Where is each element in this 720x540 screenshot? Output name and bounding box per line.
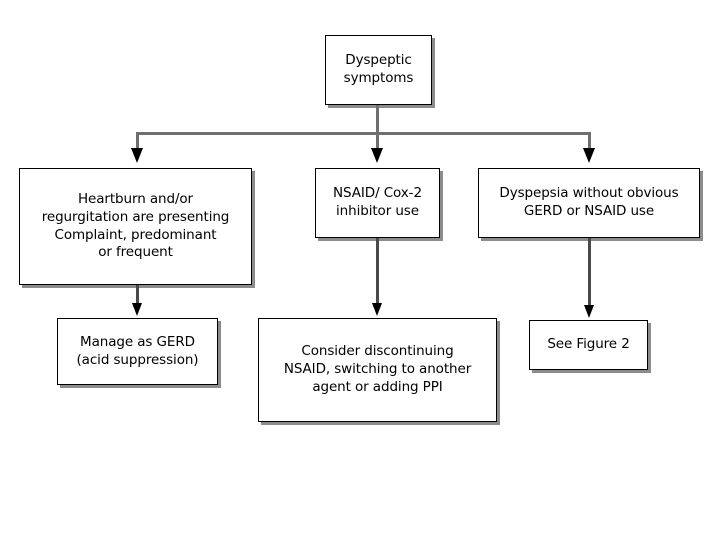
node-see-figure-2-label: See Figure 2 bbox=[547, 336, 630, 353]
arrowhead-to-see-figure-2 bbox=[584, 305, 594, 318]
arrowhead-to-heartburn bbox=[131, 148, 143, 163]
connector-leg-middle bbox=[376, 132, 379, 150]
node-nsaid-cox2-use: NSAID/ Cox-2 inhibitor use bbox=[315, 168, 440, 238]
node-discontinue-nsaid-label: Consider discontinuing NSAID, switching … bbox=[283, 343, 472, 395]
node-heartburn-regurgitation-label: Heartburn and/or regurgitation are prese… bbox=[41, 190, 230, 261]
node-dyspepsia-no-gerd-nsaid-label: Dyspepsia without obvious GERD or NSAID … bbox=[499, 185, 679, 219]
node-nsaid-cox2-use-label: NSAID/ Cox-2 inhibitor use bbox=[333, 185, 422, 219]
node-dyspeptic-symptoms: Dyspeptic symptoms bbox=[325, 35, 432, 105]
arrowhead-to-discontinue-nsaid bbox=[372, 303, 382, 316]
connector-nsaid-to-discontinue bbox=[376, 238, 379, 305]
node-see-figure-2: See Figure 2 bbox=[529, 320, 648, 370]
node-dyspepsia-no-gerd-nsaid: Dyspepsia without obvious GERD or NSAID … bbox=[478, 168, 700, 238]
arrowhead-to-manage-gerd bbox=[132, 303, 142, 316]
connector-distribution-bar bbox=[136, 132, 591, 135]
connector-root-stem bbox=[376, 105, 379, 134]
node-manage-as-gerd-label: Manage as GERD (acid suppression) bbox=[76, 333, 199, 368]
arrowhead-to-nsaid bbox=[371, 148, 383, 163]
connector-leg-left bbox=[136, 132, 139, 150]
connector-dyspepsia-to-figure2 bbox=[588, 238, 591, 307]
connector-leg-right bbox=[588, 132, 591, 150]
node-manage-as-gerd: Manage as GERD (acid suppression) bbox=[57, 318, 218, 385]
node-discontinue-nsaid: Consider discontinuing NSAID, switching … bbox=[258, 318, 497, 422]
node-dyspeptic-symptoms-label: Dyspeptic symptoms bbox=[343, 52, 414, 86]
connector-heartburn-to-gerd bbox=[136, 285, 139, 305]
arrowhead-to-dyspepsia bbox=[583, 148, 595, 163]
node-heartburn-regurgitation: Heartburn and/or regurgitation are prese… bbox=[19, 168, 252, 285]
